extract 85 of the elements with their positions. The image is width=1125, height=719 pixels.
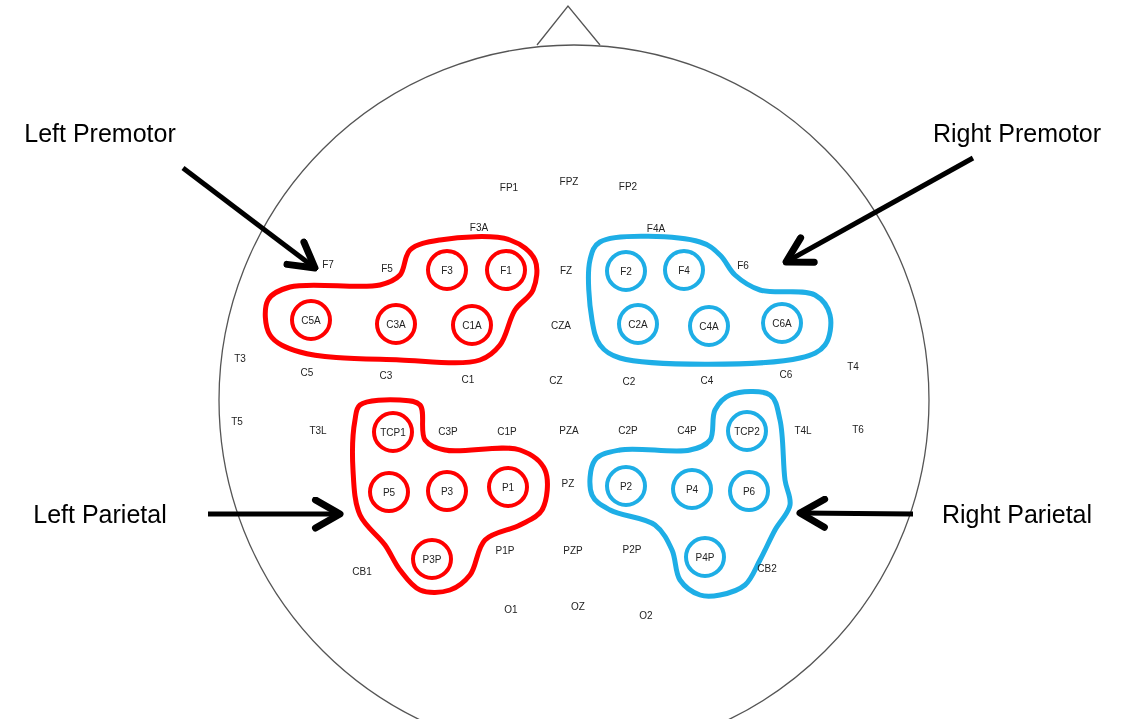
arrow bbox=[782, 155, 975, 266]
electrode-label: FZ bbox=[559, 265, 573, 277]
electrode-label: T5 bbox=[231, 416, 243, 428]
electrode-label: P4 bbox=[685, 483, 699, 495]
electrode-label: C3P bbox=[438, 426, 458, 438]
electrode-ring bbox=[671, 468, 713, 510]
region-label: Right Premotor bbox=[932, 118, 1102, 148]
electrode-ring bbox=[451, 304, 493, 346]
electrode-label: P6 bbox=[742, 485, 756, 497]
electrode-label: C2A bbox=[628, 318, 648, 330]
electrode-label: C3 bbox=[379, 370, 393, 382]
electrode-ring bbox=[684, 536, 726, 578]
region-label: Right Parietal bbox=[941, 499, 1093, 529]
electrode-label: OZ bbox=[571, 601, 585, 613]
electrode-label: TCP2 bbox=[734, 425, 760, 437]
electrode-label: FP1 bbox=[499, 182, 519, 194]
electrode-ring bbox=[487, 466, 529, 508]
electrode-label: C6 bbox=[779, 369, 793, 381]
electrode-label: P2 bbox=[619, 480, 633, 492]
electrode-label: PZ bbox=[561, 478, 575, 490]
electrode-label: P1P bbox=[495, 545, 515, 557]
electrode-ring bbox=[375, 303, 417, 345]
arrow bbox=[796, 495, 914, 531]
electrode-label: PZA bbox=[559, 425, 579, 437]
electrode-label: C3A bbox=[386, 318, 406, 330]
arrow bbox=[181, 166, 319, 272]
electrode-label: T6 bbox=[852, 424, 864, 436]
electrode-label: T4L bbox=[794, 425, 812, 437]
region-label: Left Premotor bbox=[24, 118, 176, 148]
electrode-ring bbox=[688, 305, 730, 347]
electrode-label: CZA bbox=[551, 320, 571, 332]
electrode-ring bbox=[290, 299, 332, 341]
electrode-ring bbox=[728, 470, 770, 512]
electrode-label: F3 bbox=[441, 264, 453, 276]
electrode-label: C6A bbox=[772, 317, 792, 329]
electrode-label: C2P bbox=[618, 425, 638, 437]
electrode-ring bbox=[663, 249, 705, 291]
electrode-label: CZ bbox=[549, 375, 563, 387]
electrode-label: P2P bbox=[622, 544, 642, 556]
electrode-label: C1A bbox=[462, 319, 482, 331]
electrode-label: CB2 bbox=[757, 563, 777, 575]
electrode-label: F4A bbox=[646, 223, 666, 235]
electrode-ring bbox=[426, 249, 468, 291]
electrode-label: C4P bbox=[677, 425, 697, 437]
electrode-label: P4P bbox=[695, 551, 715, 563]
electrode-ring bbox=[372, 411, 414, 453]
electrode-label: TCP1 bbox=[380, 426, 406, 438]
electrode-label: T4 bbox=[847, 361, 859, 373]
region-label: Left Parietal bbox=[33, 499, 167, 529]
electrode-label: F2 bbox=[620, 265, 632, 277]
electrode-label: P1 bbox=[501, 481, 515, 493]
electrode-label: P5 bbox=[382, 486, 396, 498]
electrode-ring bbox=[485, 249, 527, 291]
electrode-label: C5 bbox=[300, 367, 314, 379]
electrode-label: P3 bbox=[440, 485, 454, 497]
electrode-label: C2 bbox=[622, 376, 636, 388]
electrode-label: C4 bbox=[700, 375, 714, 387]
electrode-label: FP2 bbox=[618, 181, 638, 193]
arrow bbox=[208, 496, 344, 532]
electrode-label: C1 bbox=[461, 374, 475, 386]
electrode-label: C1P bbox=[497, 426, 517, 438]
electrode-ring bbox=[426, 470, 468, 512]
electrode-ring bbox=[617, 303, 659, 345]
electrode-ring bbox=[368, 471, 410, 513]
electrode-ring bbox=[605, 465, 647, 507]
electrode-label: C4A bbox=[699, 320, 719, 332]
electrode-label: F5 bbox=[381, 263, 393, 275]
electrode-label: F3A bbox=[469, 222, 489, 234]
electrode-label: O1 bbox=[504, 604, 518, 616]
electrode-label: F4 bbox=[678, 264, 690, 276]
electrode-ring bbox=[726, 410, 768, 452]
electrode-label: T3 bbox=[234, 353, 246, 365]
electrode-ring bbox=[605, 250, 647, 292]
electrode-label: CB1 bbox=[352, 566, 372, 578]
electrode-label: F1 bbox=[500, 264, 512, 276]
electrode-label: C5A bbox=[301, 314, 321, 326]
electrode-label: F6 bbox=[737, 260, 749, 272]
electrode-label: F7 bbox=[322, 259, 334, 271]
electrode-label: PZP bbox=[563, 545, 583, 557]
electrode-ring bbox=[761, 302, 803, 344]
electrode-label: P3P bbox=[422, 553, 442, 565]
electrode-label: O2 bbox=[639, 610, 653, 622]
electrode-label: FPZ bbox=[559, 176, 579, 188]
electrode-ring bbox=[411, 538, 453, 580]
electrode-label: T3L bbox=[309, 425, 327, 437]
